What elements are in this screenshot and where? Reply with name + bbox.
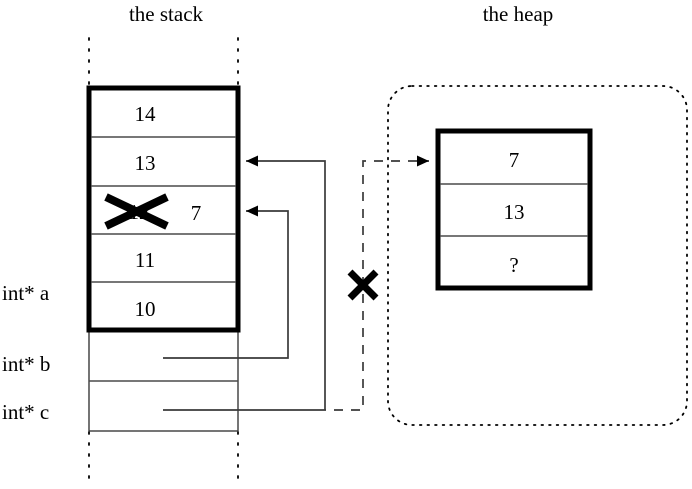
heap-cell-value-0: 7 (509, 148, 520, 172)
heap-region-boundary (387, 85, 688, 426)
overwritten-value-x-icon (104, 193, 169, 230)
heap-cell-value-1: 13 (504, 200, 525, 224)
heap-title: the heap (483, 2, 554, 26)
stack-cell-value-1: 13 (135, 151, 156, 175)
variable-label-a: int* a (2, 281, 50, 305)
variable-label-c: int* c (2, 400, 49, 424)
pointer-b-to-stack-cell (163, 205, 289, 359)
heap-block-frame (435, 128, 593, 291)
invalid-pointer-x-icon (347, 269, 379, 301)
stack-cell-value-0: 14 (135, 102, 157, 126)
stack-title: the stack (129, 2, 204, 26)
stack-cell-value-4: 10 (135, 297, 156, 321)
dangling-pointer-to-heap (317, 155, 429, 411)
pointer-c-to-stack-cell (246, 155, 326, 410)
variable-label-b: int* b (2, 352, 50, 376)
stack-frame (86, 85, 241, 333)
stack-cell-new-value-2: 7 (191, 201, 202, 225)
stack-cell-value-3: 11 (135, 248, 155, 272)
heap-cell-value-2: ? (509, 253, 518, 277)
